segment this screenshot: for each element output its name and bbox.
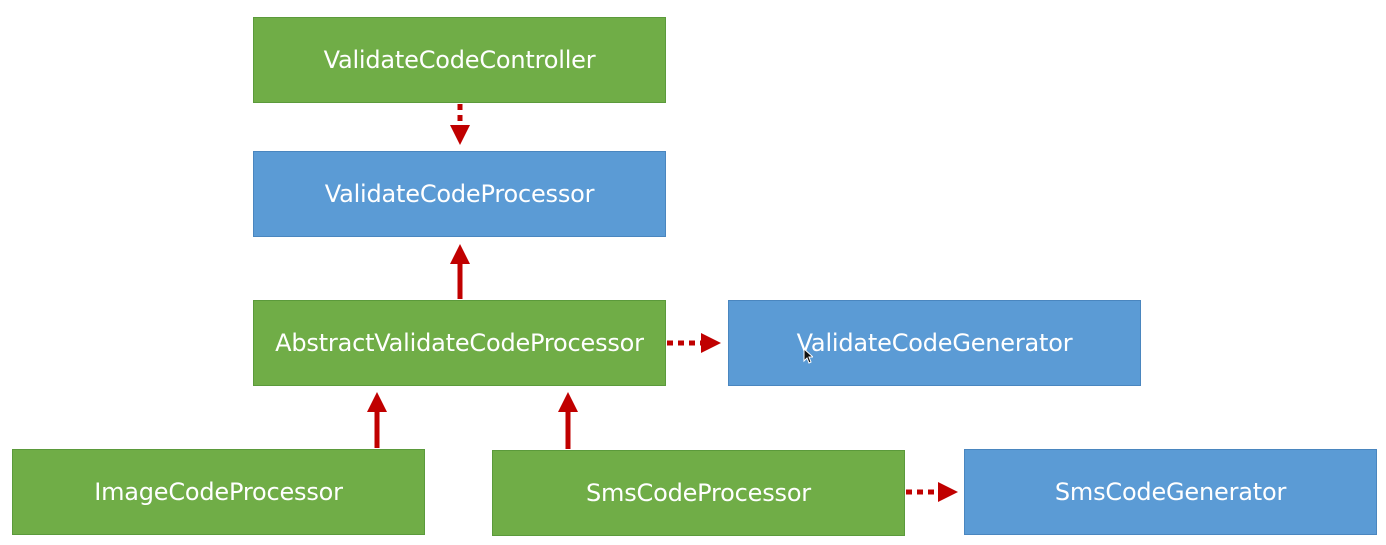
node-sms-code-generator: SmsCodeGenerator <box>964 449 1377 535</box>
node-label: ImageCodeProcessor <box>94 478 343 506</box>
node-sms-code-processor: SmsCodeProcessor <box>492 450 905 536</box>
mouse-pointer-icon <box>803 348 813 364</box>
node-label: AbstractValidateCodeProcessor <box>275 329 644 357</box>
node-image-code-processor: ImageCodeProcessor <box>12 449 425 535</box>
node-validate-code-controller: ValidateCodeController <box>253 17 666 103</box>
node-abstract-validate-code-processor: AbstractValidateCodeProcessor <box>253 300 666 386</box>
node-validate-code-processor: ValidateCodeProcessor <box>253 151 666 237</box>
node-validate-code-generator: ValidateCodeGenerator <box>728 300 1141 386</box>
node-label: SmsCodeProcessor <box>586 479 811 507</box>
node-label: SmsCodeGenerator <box>1054 478 1287 506</box>
node-label: ValidateCodeProcessor <box>324 180 595 208</box>
node-label: ValidateCodeGenerator <box>796 329 1073 357</box>
node-label: ValidateCodeController <box>323 46 596 74</box>
